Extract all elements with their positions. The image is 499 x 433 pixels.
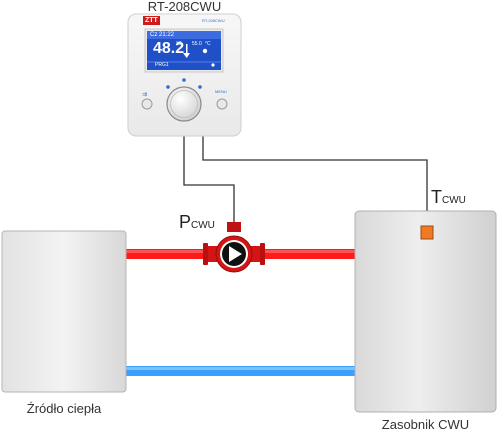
heat-source-label: Źródło ciepła (26, 401, 102, 416)
control-wire-sensor (202, 136, 428, 226)
pump-label-letter: P (179, 212, 192, 232)
pump-label-subscript: CWU (191, 220, 215, 231)
heat-source-unit (1, 230, 127, 393)
sensor-label-subscript: CWU (442, 195, 466, 206)
display-main-unit: °C (176, 41, 182, 47)
tank-label: Zasobnik CWU (381, 417, 470, 432)
controller-model-small: RT-208CWU (202, 18, 225, 23)
left-control-button[interactable] (141, 98, 153, 110)
control-wire-pump (183, 136, 235, 222)
display-set-temp: 55.0 (192, 41, 202, 47)
display-main-temp: 48.2 (153, 40, 185, 57)
pump-label: PCWU (179, 212, 215, 233)
controller-device (127, 13, 242, 137)
display-datetime: Cz 21:22 (150, 32, 175, 38)
svg-text:⇉: ⇉ (142, 91, 147, 98)
display-program: PRG1 (155, 62, 169, 68)
menu-label: MENU (215, 89, 227, 94)
menu-button[interactable] (216, 98, 228, 110)
temperature-sensor (420, 225, 434, 240)
cold-return-pipe (126, 366, 356, 376)
sensor-label: TCWU (431, 187, 466, 208)
controller-model-title: RT-208CWU (147, 0, 222, 14)
rotary-knob[interactable] (166, 86, 202, 122)
brand-logo: ZTT (143, 16, 160, 25)
circulation-pump (203, 222, 265, 273)
display-set-unit: °C (205, 41, 211, 47)
dhw-tank (354, 210, 497, 413)
knob-mode-icons (166, 78, 202, 89)
arrow-buttons-icon: ⇉ (142, 91, 147, 98)
sensor-label-letter: T (431, 187, 442, 207)
